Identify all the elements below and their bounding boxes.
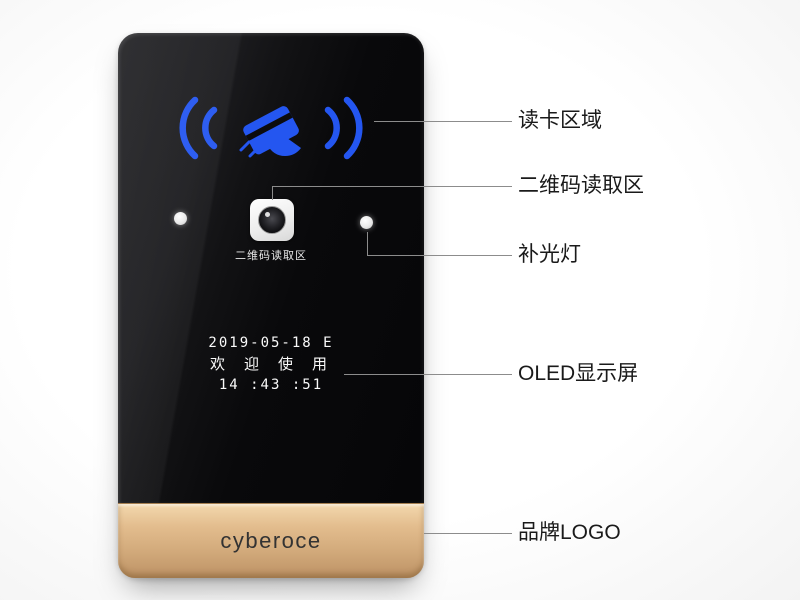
callout-line-filllight-horizontal <box>367 255 512 256</box>
device-glass-panel: 二维码读取区 2019-05-18 E 欢 迎 使 用 14 :43 :51 <box>118 33 424 503</box>
callout-line-oled <box>344 374 512 375</box>
fill-light-left <box>174 212 187 225</box>
oled-display: 2019-05-18 E 欢 迎 使 用 14 :43 :51 <box>118 333 424 396</box>
oled-time-line: 14 :43 :51 <box>218 377 324 393</box>
annotation-brand-logo: 品牌LOGO <box>518 521 621 544</box>
lens-glint <box>265 212 270 217</box>
brand-band: cyberoce <box>118 503 424 578</box>
callout-line-filllight-vertical <box>367 232 368 255</box>
brand-logo-text: cyberoce <box>220 528 322 553</box>
callout-line-qr-horizontal <box>272 186 512 187</box>
oled-welcome-line: 欢 迎 使 用 <box>209 355 333 373</box>
qr-camera-module <box>250 199 294 241</box>
callout-line-logo <box>424 533 512 534</box>
annotation-fill-light: 补光灯 <box>518 243 581 266</box>
annotation-qr-read-area: 二维码读取区 <box>518 174 644 197</box>
fill-light-right <box>360 216 373 229</box>
oled-date-line: 2019-05-18 E <box>208 335 334 351</box>
camera-lens-icon <box>258 206 286 234</box>
access-control-device: 二维码读取区 2019-05-18 E 欢 迎 使 用 14 :43 :51 c… <box>118 33 424 578</box>
callout-line-card-area <box>374 121 512 122</box>
contactless-card-reader-icon <box>179 96 363 160</box>
annotation-card-read-area: 读卡区域 <box>518 109 602 132</box>
annotation-oled-display: OLED显示屏 <box>518 362 639 385</box>
callout-line-qr-vertical <box>272 186 273 200</box>
qr-area-label: 二维码读取区 <box>235 250 307 262</box>
